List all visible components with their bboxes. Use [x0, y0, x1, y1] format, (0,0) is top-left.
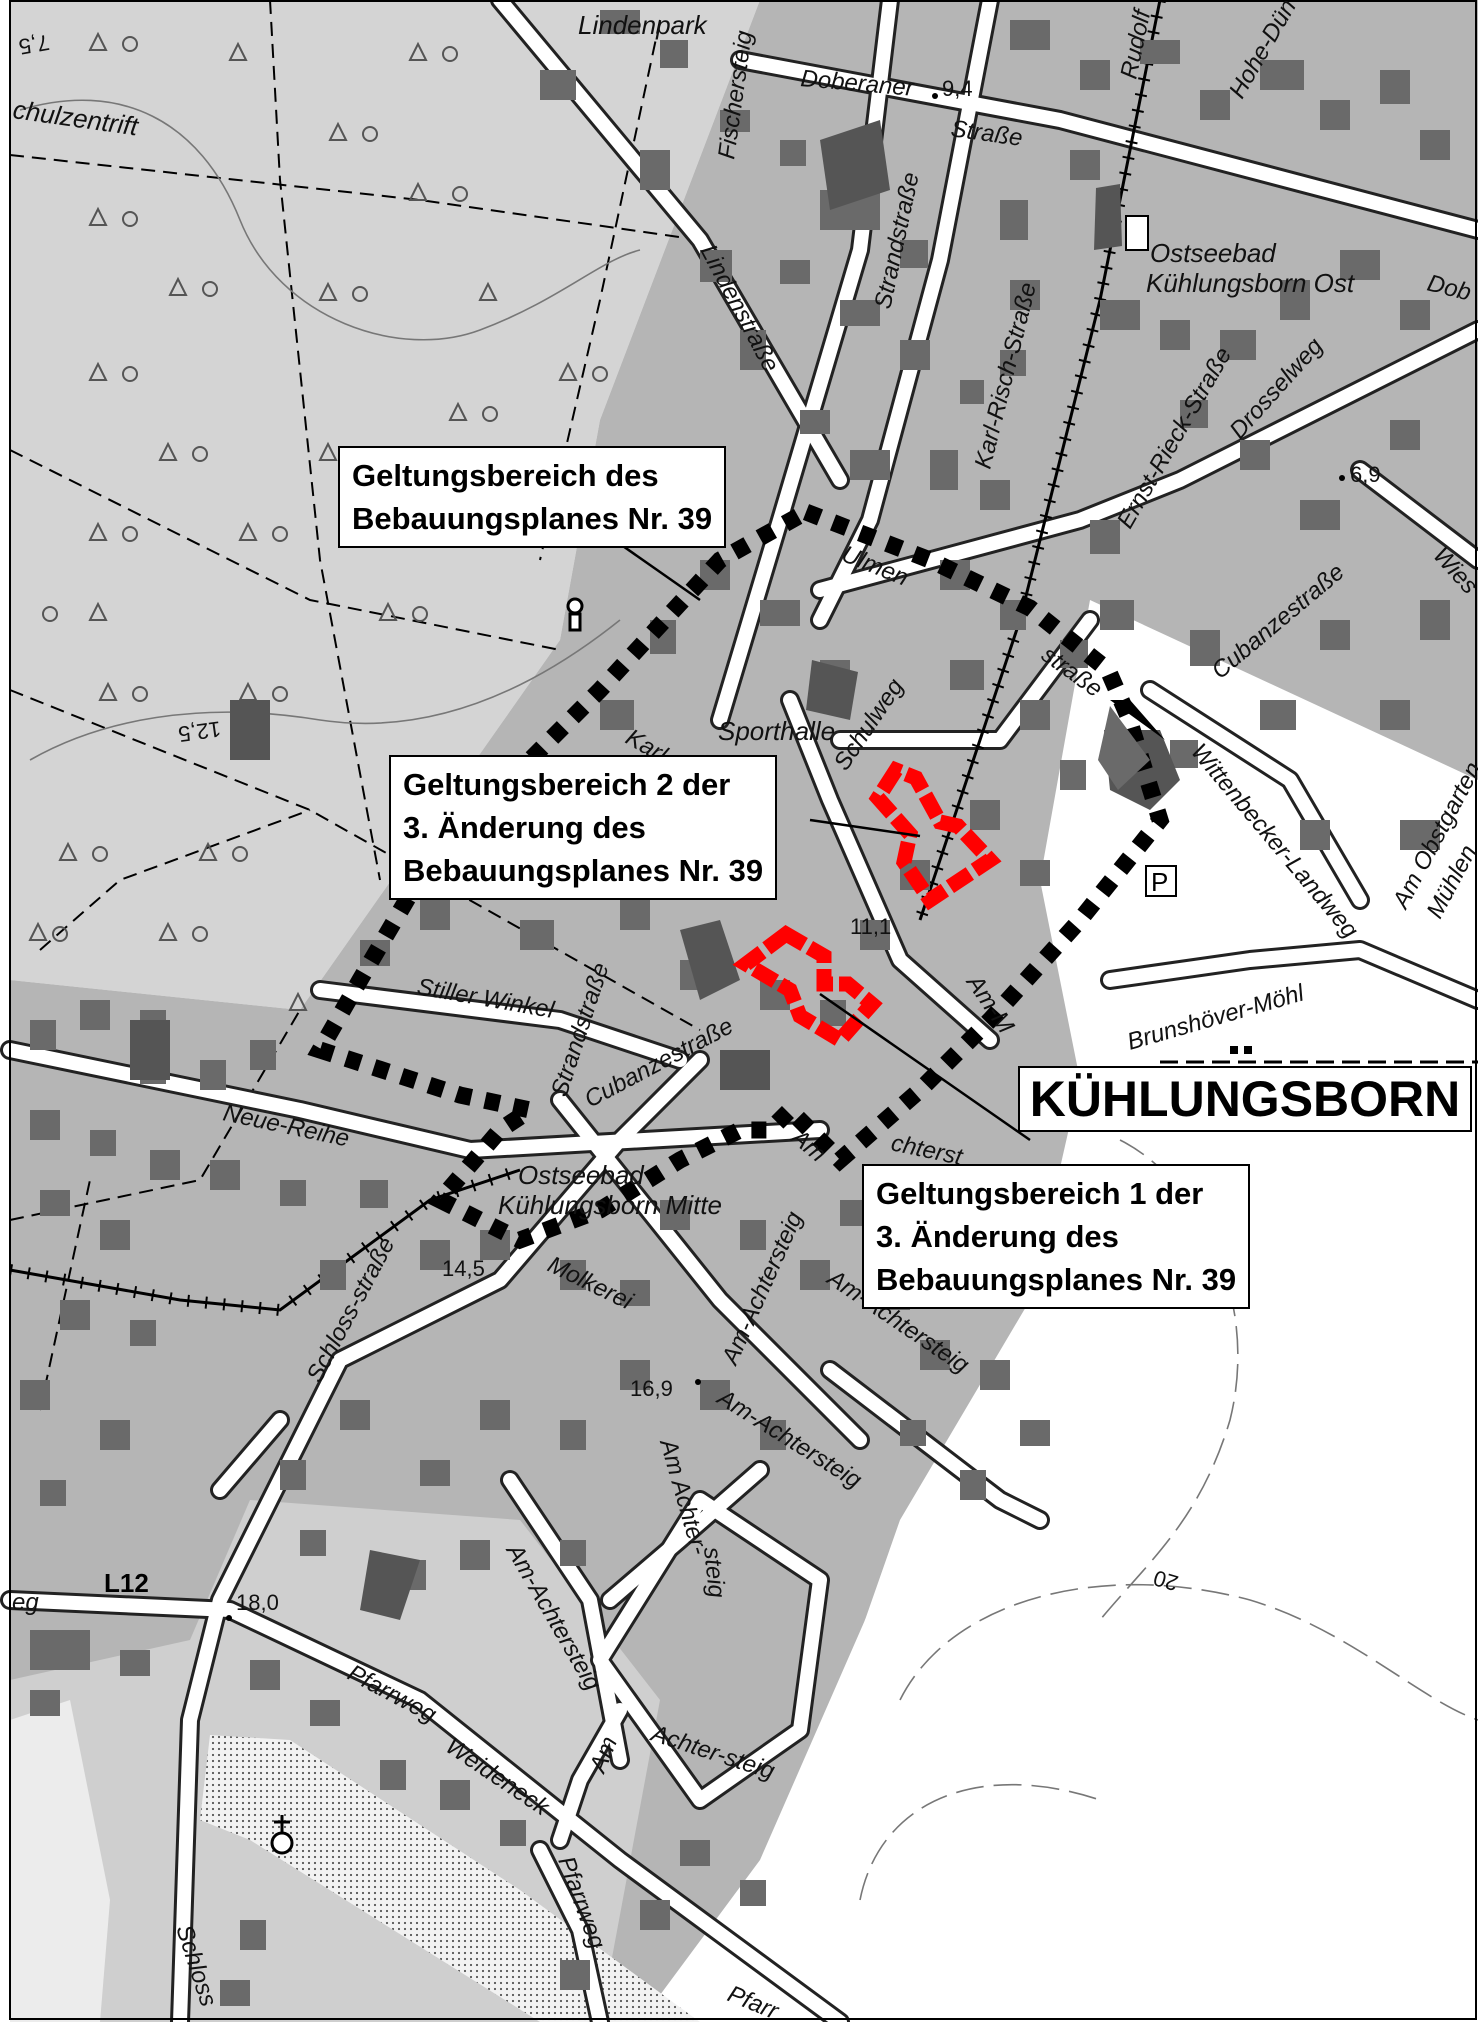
label-station-ost-1: Ostseebad [1150, 238, 1277, 268]
label-station-mitte-2: Kühlungsborn Mitte [498, 1190, 722, 1220]
amendment-area-2-outline [868, 760, 1002, 911]
field-southwest [10, 1700, 110, 2022]
callout-amendment-area-2-line3: Bebauungsplanes Nr. 39 [403, 853, 764, 888]
tree-row-5 [88, 521, 428, 622]
elevation-4: 14,5 [442, 1256, 485, 1281]
tree-row-4 [88, 361, 498, 462]
amendment-area-1-outline [732, 925, 883, 1050]
elevation-9: 7,5 [17, 30, 51, 60]
callout-amendment-area-1-line3: Bebauungsplanes Nr. 39 [876, 1262, 1237, 1297]
tree-row-3 [168, 276, 608, 382]
monument-icon [566, 597, 584, 632]
elevation-points: 9,4 6,9 11,1 14,5 16,9 18,0 12,5 20 7,5 [17, 30, 1381, 1621]
elevation-6: 18,0 [236, 1590, 279, 1615]
elevation-1: 9,4 [942, 76, 973, 101]
label-station-mitte-1: Ostseebad [518, 1160, 645, 1190]
street-steig: steig [698, 1546, 730, 1600]
boundary-markers [1230, 1046, 1252, 1054]
parking-letter: P [1151, 867, 1168, 897]
callout-amendment-area-1-line1: Geltungsbereich 1 der [876, 1176, 1204, 1211]
callout-amendment-area-2-line2: 3. Änderung des [403, 810, 646, 845]
plan-boundary-arrow [1110, 700, 1165, 740]
map-frame [9, 0, 1477, 2020]
elevation-5: 16,9 [630, 1376, 673, 1401]
label-lindenpark: Lindenpark [578, 10, 709, 40]
callout-plan-boundary: Geltungsbereich des Bebauungsplanes Nr. … [338, 446, 727, 548]
label-road-number: L12 [104, 1568, 149, 1598]
elevation-3: 11,1 [850, 914, 891, 939]
church-icon [270, 1815, 294, 1855]
callout-plan-boundary-line1: Geltungsbereich des [352, 458, 659, 493]
callout-amendment-area-2-line1: Geltungsbereich 2 der [403, 767, 731, 802]
label-station-ost-2: Kühlungsborn Ost [1146, 268, 1356, 298]
contour-lines [19, 99, 1478, 1901]
tree-row-7 [58, 841, 308, 1011]
station-building-ost [1125, 215, 1149, 251]
label-sporthalle: Sporthalle [718, 716, 835, 746]
street-eg: eg [12, 1589, 39, 1616]
tree-row-1 [88, 31, 458, 62]
parking-icon: P [1145, 865, 1177, 897]
town-name-label: KÜHLUNGSBORN [1018, 1066, 1472, 1132]
callout-amendment-area-2: Geltungsbereich 2 der 3. Änderung des Be… [389, 755, 778, 900]
buildings [20, 10, 1450, 2006]
elevation-7: 12,5 [177, 716, 223, 747]
railway-line [8, 0, 1166, 1317]
plan-boundary-outline [307, 502, 1170, 1250]
callout-plan-boundary-line2: Bebauungsplanes Nr. 39 [352, 501, 713, 536]
plan-boundary-inner [1098, 706, 1150, 790]
tree-row-8 [28, 921, 208, 942]
elevation-2: 6,9 [1350, 462, 1381, 487]
callout-amendment-area-1-line2: 3. Änderung des [876, 1219, 1119, 1254]
tree-row-2 [88, 121, 468, 227]
callout-amendment-area-1: Geltungsbereich 1 der 3. Änderung des Be… [862, 1164, 1251, 1309]
